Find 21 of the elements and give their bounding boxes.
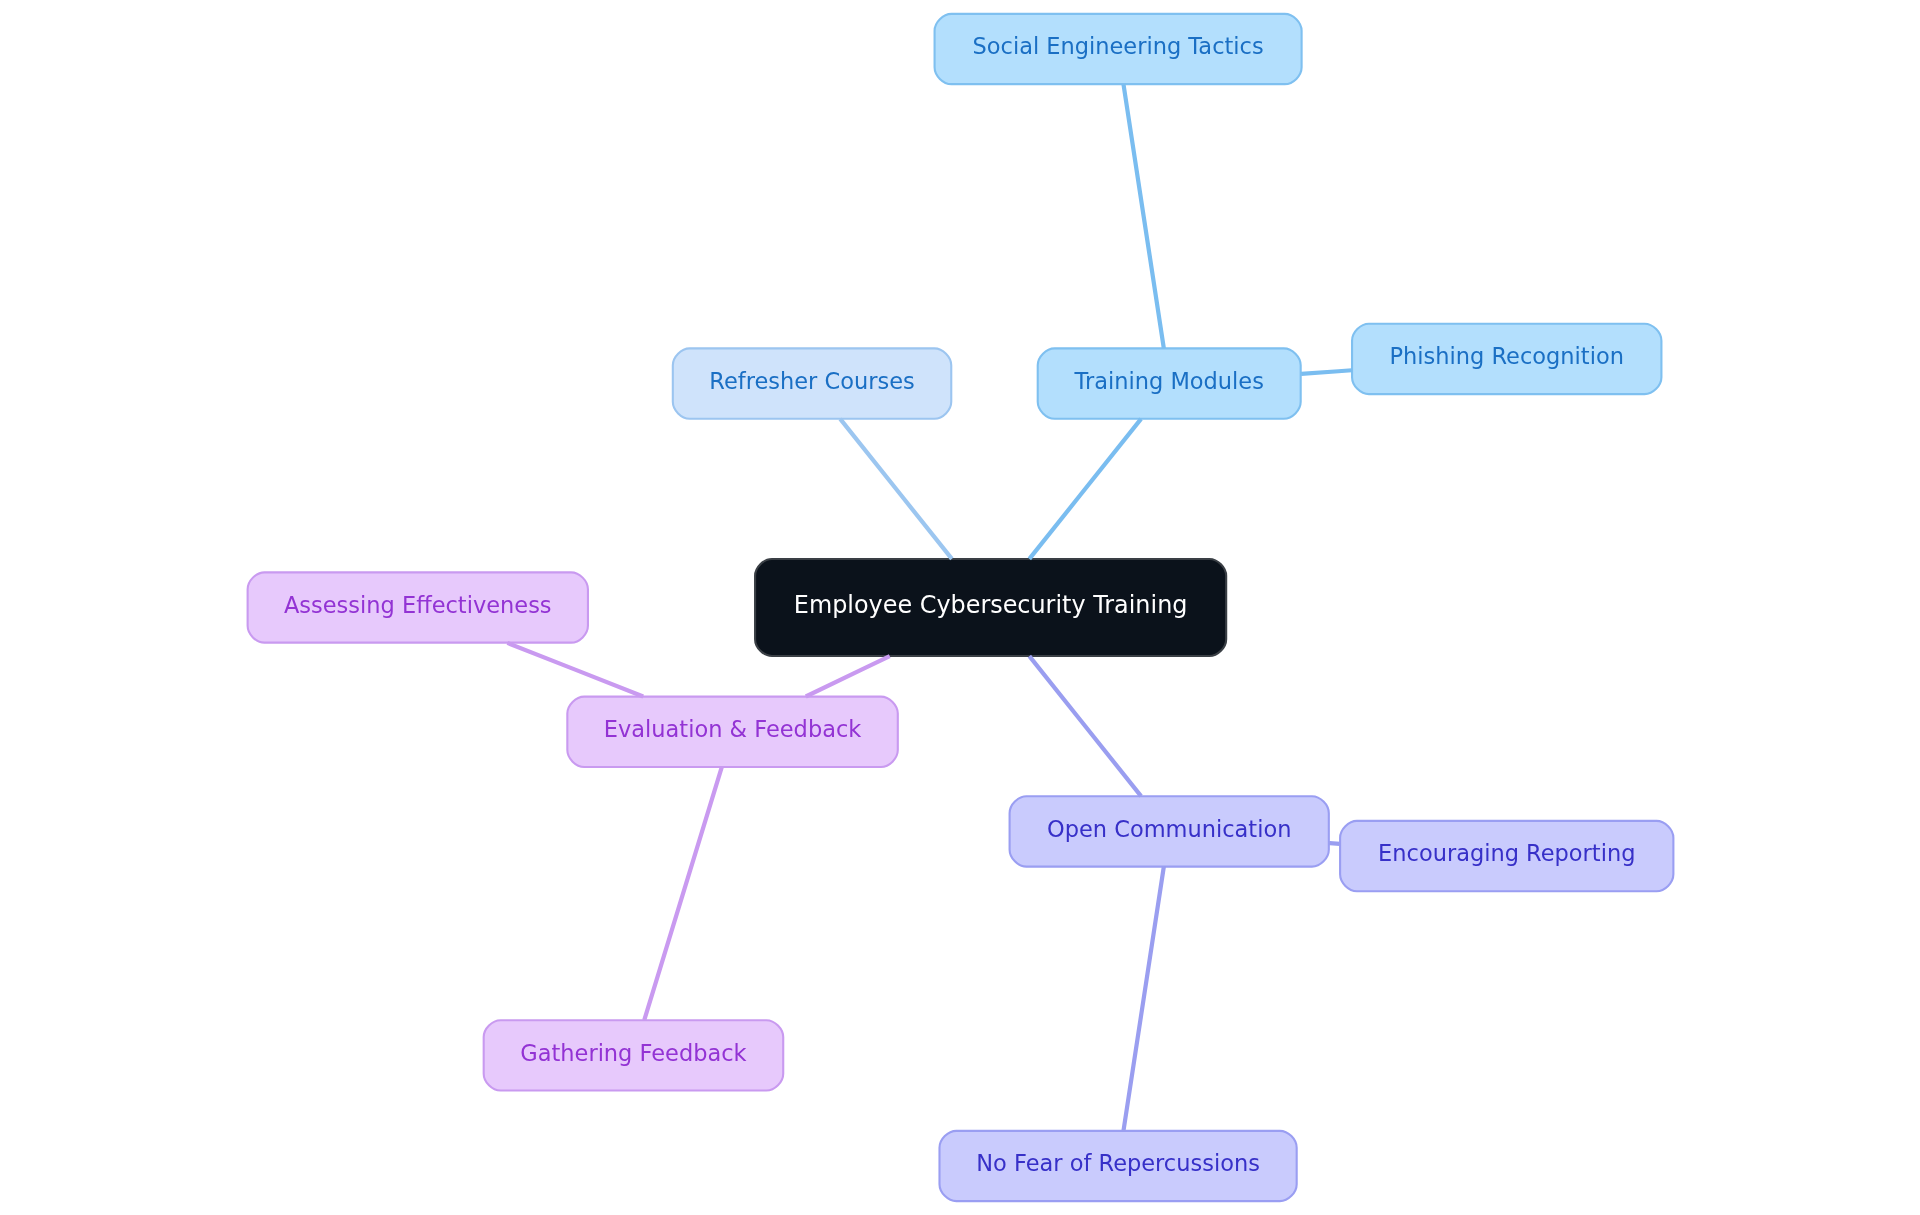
connector [506, 640, 644, 699]
connector [1120, 866, 1166, 1132]
node-box: Evaluation & Feedback [565, 695, 899, 768]
node-box: No Fear of Repercussions [937, 1129, 1298, 1203]
connector [641, 766, 724, 1021]
connector [1120, 83, 1166, 349]
connector [1300, 368, 1352, 377]
connector [838, 417, 954, 561]
connector [1027, 654, 1143, 798]
node-box: Gathering Feedback [482, 1019, 784, 1092]
connector [1328, 841, 1340, 846]
connector [804, 654, 891, 699]
node-box: Refresher Courses [671, 347, 952, 420]
node-box: Social Engineering Tactics [933, 12, 1303, 86]
node-box: Training Modules [1036, 347, 1302, 420]
node-box: Assessing Effectiveness [246, 571, 589, 644]
node-box: Phishing Recognition [1350, 322, 1662, 396]
node-box: Encouraging Reporting [1338, 819, 1674, 893]
connector [1027, 417, 1143, 561]
node-box: Open Communication [1008, 795, 1330, 868]
node-box: Employee Cybersecurity Training [753, 557, 1227, 658]
